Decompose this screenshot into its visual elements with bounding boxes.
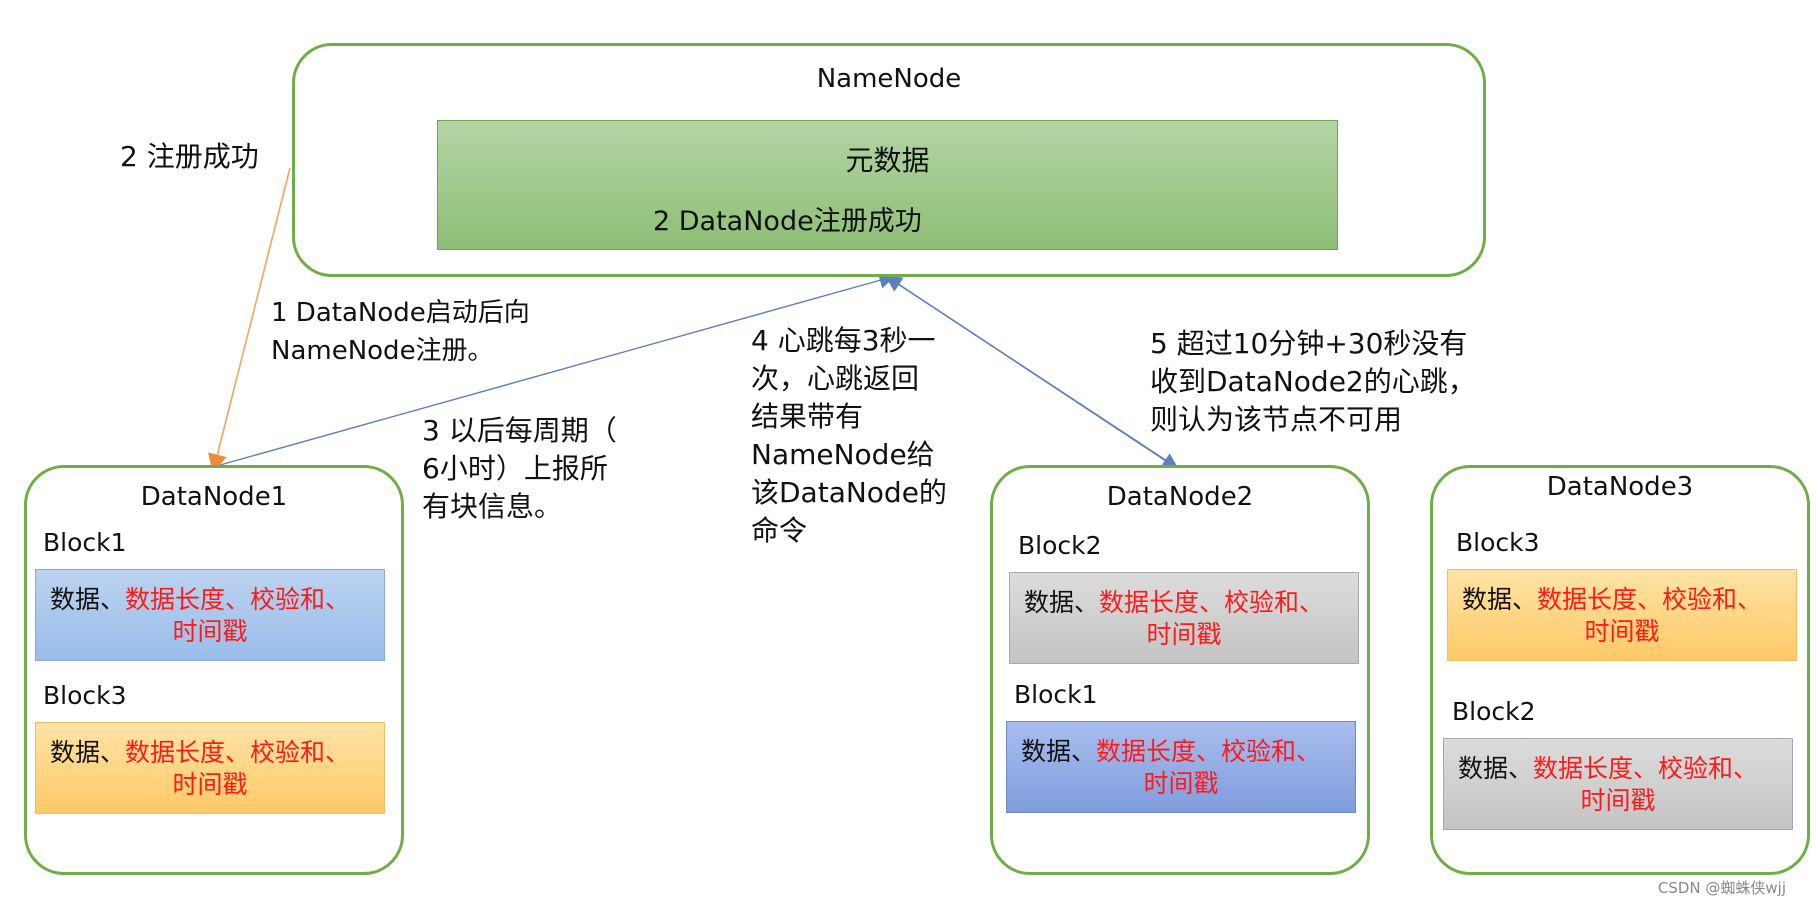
block-data-text: 数据、	[50, 738, 126, 767]
block-details-text: 数据长度、校验和、	[1537, 585, 1763, 614]
datanode2-title: DataNode2	[1106, 482, 1254, 512]
block-timestamp-text: 时间戳	[1580, 786, 1656, 815]
block-timestamp-text: 时间戳	[1146, 620, 1222, 649]
datanode2-block1-box: 数据、数据长度、校验和、 时间戳	[1006, 721, 1356, 813]
datanode3-block3-label: Block3	[1456, 528, 1540, 557]
step4-line2: 次，心跳返回	[751, 362, 920, 395]
step4-line6: 命令	[751, 514, 808, 547]
datanode1-block3-label: Block3	[43, 681, 127, 710]
datanode1-title: DataNode1	[140, 482, 288, 512]
block-data-text: 数据、	[50, 585, 126, 614]
block-timestamp-text: 时间戳	[172, 617, 248, 646]
block-data-text: 数据、	[1462, 585, 1538, 614]
block-details-text: 数据长度、校验和、	[1096, 737, 1322, 766]
datanode1-report-arrow	[219, 272, 897, 466]
block-details-text: 数据长度、校验和、	[125, 585, 351, 614]
datanode3-block2-label: Block2	[1452, 697, 1536, 726]
block-data-text: 数据、	[1458, 754, 1534, 783]
metadata-title: 元数据	[845, 144, 930, 177]
csdn-watermark: CSDN @蜘蛛侠wjj	[1657, 879, 1786, 897]
step5-line1: 5 超过10分钟+30秒没有	[1150, 327, 1468, 360]
step5-line3: 则认为该节点不可用	[1150, 403, 1403, 436]
register-success-label: 2 注册成功	[120, 140, 259, 173]
block-details-text: 数据长度、校验和、	[1533, 754, 1759, 783]
step4-text: 4 心跳每3秒一 次，心跳返回 结果带有 NameNode给 该DataNode…	[751, 322, 947, 550]
datanode2-block2-label: Block2	[1018, 531, 1102, 560]
step4-line5: 该DataNode的	[751, 476, 947, 509]
step3-line1: 3 以后每周期（	[422, 414, 617, 447]
step1-text: 1 DataNode启动后向 NameNode注册。	[271, 294, 530, 370]
block-details-text: 数据长度、校验和、	[125, 738, 351, 767]
register-success-arrow	[208, 167, 291, 474]
step3-text: 3 以后每周期（ 6小时）上报所 有块信息。	[422, 412, 617, 526]
datanode3-block3-box: 数据、数据长度、校验和、 时间戳	[1447, 569, 1797, 661]
block-timestamp-text: 时间戳	[172, 770, 248, 799]
datanode2-box: DataNode2	[990, 465, 1370, 875]
metadata-box: 元数据 2 DataNode注册成功	[437, 120, 1338, 250]
datanode1-block1-label: Block1	[43, 528, 127, 557]
step4-line1: 4 心跳每3秒一	[751, 324, 936, 357]
heartbeat-arrow-to-datanode2	[891, 279, 1180, 470]
step3-line3: 有块信息。	[422, 490, 563, 523]
datanode3-block2-box: 数据、数据长度、校验和、 时间戳	[1443, 738, 1793, 830]
step4-line4: NameNode给	[751, 438, 935, 471]
datanode2-block1-label: Block1	[1014, 680, 1098, 709]
block-data-text: 数据、	[1021, 737, 1097, 766]
namenode-title: NameNode	[816, 64, 962, 94]
step4-line3: 结果带有	[751, 400, 864, 433]
block-timestamp-text: 时间戳	[1584, 617, 1660, 646]
step3-line2: 6小时）上报所	[422, 452, 608, 485]
step5-line2: 收到DataNode2的心跳，	[1150, 365, 1476, 398]
step1-line1: 1 DataNode启动后向	[271, 298, 530, 328]
block-data-text: 数据、	[1024, 588, 1100, 617]
step5-text: 5 超过10分钟+30秒没有 收到DataNode2的心跳， 则认为该节点不可用	[1150, 325, 1476, 439]
block-details-text: 数据长度、校验和、	[1099, 588, 1325, 617]
block-timestamp-text: 时间戳	[1143, 769, 1219, 798]
metadata-registered-text: 2 DataNode注册成功	[653, 206, 922, 237]
datanode3-title: DataNode3	[1546, 472, 1694, 502]
datanode1-block1-box: 数据、数据长度、校验和、 时间戳	[35, 569, 385, 661]
datanode2-block2-box: 数据、数据长度、校验和、 时间戳	[1009, 572, 1359, 664]
step1-line2: NameNode注册。	[271, 336, 494, 366]
datanode1-block3-box: 数据、数据长度、校验和、 时间戳	[35, 722, 385, 814]
